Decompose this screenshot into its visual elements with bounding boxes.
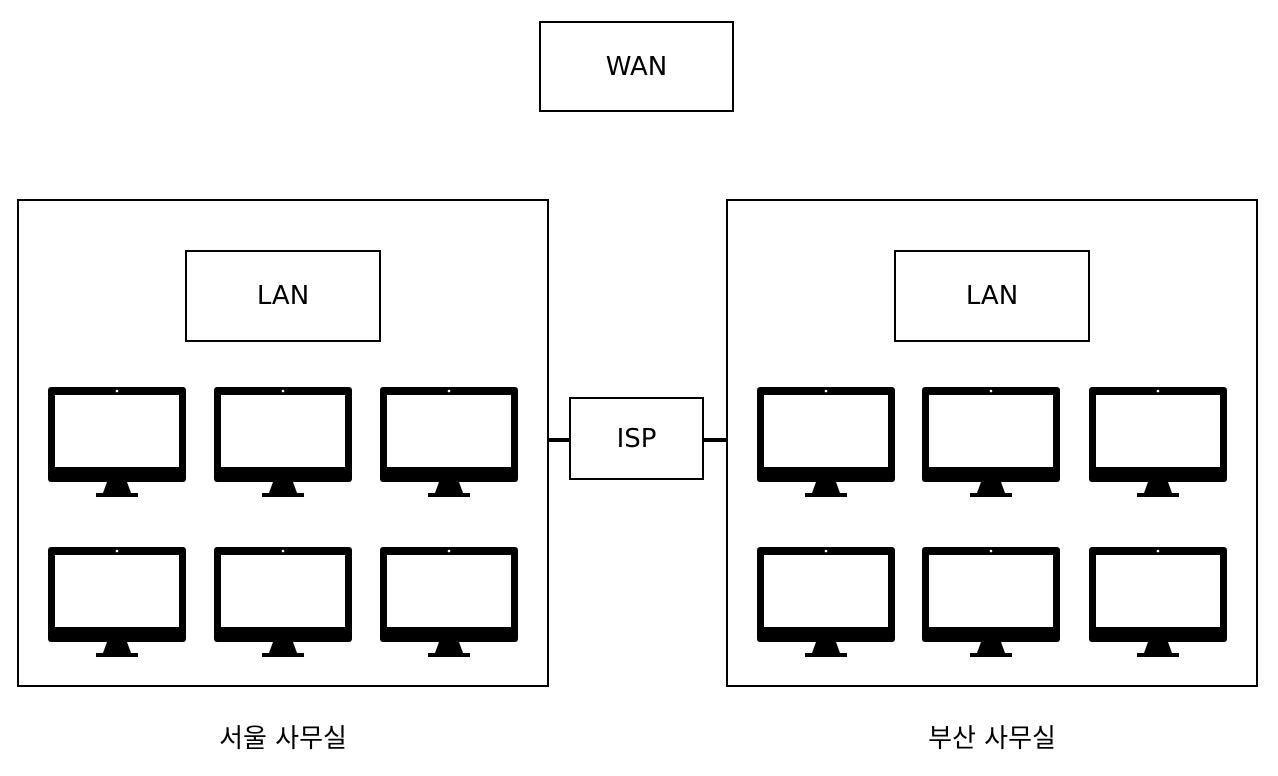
wan-label: WAN — [605, 51, 668, 82]
isp-label: ISP — [616, 423, 657, 454]
link-isp-busan — [704, 438, 726, 442]
monitor-icon — [48, 547, 186, 659]
isp-box: ISP — [569, 397, 704, 480]
monitor-icon — [757, 387, 895, 499]
office-caption-busan: 부산 사무실 — [928, 724, 1056, 754]
lan-label-busan: LAN — [965, 281, 1019, 311]
monitor-icon — [922, 547, 1060, 659]
monitor-icon — [922, 387, 1060, 499]
monitor-icon — [1089, 547, 1227, 659]
lan-box-busan: LAN — [894, 250, 1090, 342]
monitor-icon — [380, 547, 518, 659]
monitor-icon — [1089, 387, 1227, 499]
monitor-icon — [214, 547, 352, 659]
monitor-icon — [757, 547, 895, 659]
wan-box: WAN — [539, 21, 734, 112]
monitor-icon — [48, 387, 186, 499]
lan-box-seoul: LAN — [185, 250, 381, 342]
monitor-icon — [214, 387, 352, 499]
monitor-icon — [380, 387, 518, 499]
lan-label-seoul: LAN — [256, 281, 310, 311]
link-seoul-isp — [549, 438, 569, 442]
office-caption-seoul: 서울 사무실 — [219, 724, 347, 754]
